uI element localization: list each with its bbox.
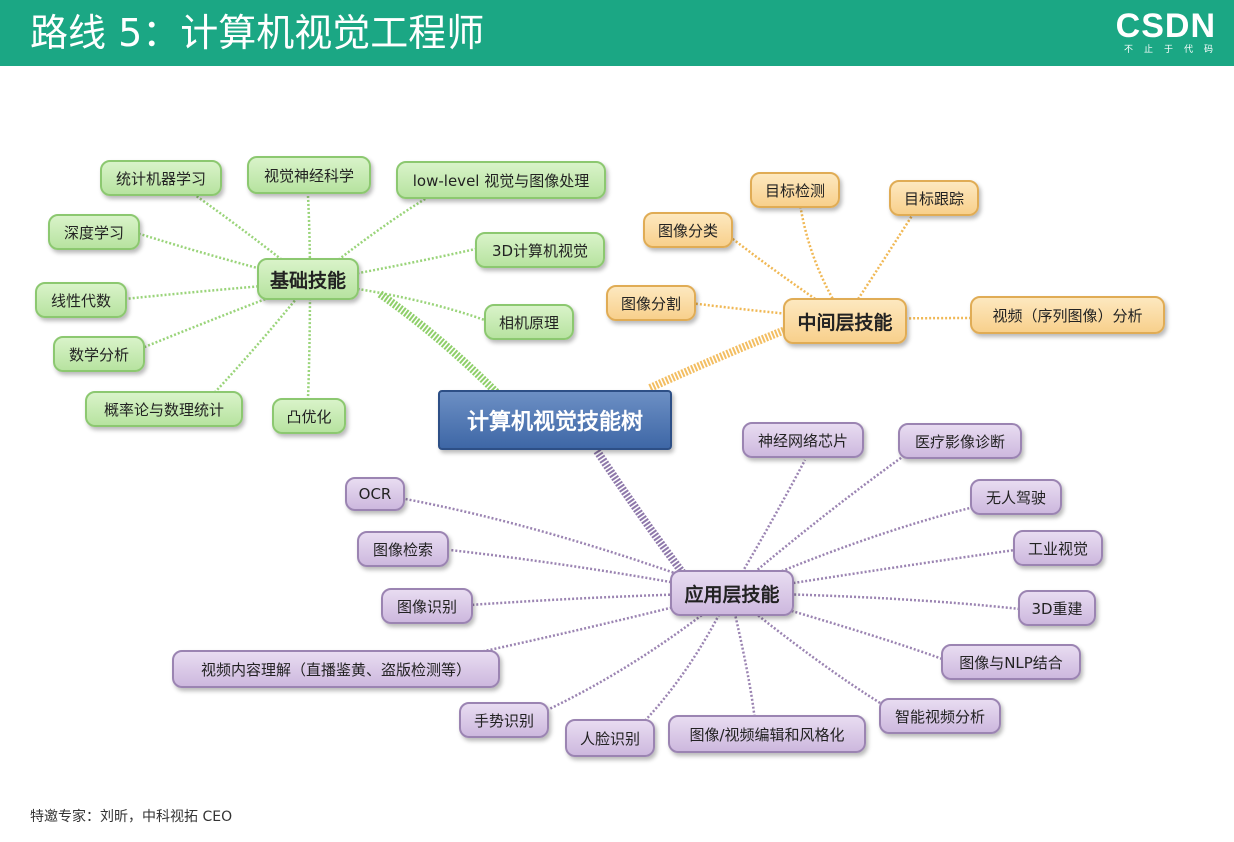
node-middle: 图像分割 bbox=[606, 285, 696, 321]
node-application: 手势识别 bbox=[459, 702, 549, 738]
node-application: 图像与NLP结合 bbox=[941, 644, 1081, 680]
connector-line bbox=[729, 591, 1021, 611]
logo-slogan: 不止于代码 bbox=[1123, 45, 1224, 55]
page-title: 路线 5：计算机视觉工程师 bbox=[30, 11, 485, 55]
logo-text: CSDN bbox=[1115, 7, 1216, 45]
node-application: 智能视频分析 bbox=[879, 698, 1001, 734]
connector-line bbox=[129, 280, 311, 355]
node-basic: 视觉神经科学 bbox=[247, 156, 371, 194]
node-basic: 概率论与数理统计 bbox=[85, 391, 243, 427]
node-application: 医疗影像诊断 bbox=[898, 423, 1022, 459]
connector-line bbox=[199, 281, 311, 409]
node-basic: 相机原理 bbox=[484, 304, 574, 340]
csdn-logo: CSDN 不止于代码 bbox=[1096, 8, 1216, 58]
skill-tree-diagram: 计算机视觉技能树 基础技能 中间层技能 应用层技能 统计机器学习 视觉神经科学 … bbox=[0, 66, 1234, 816]
node-middle: 视频（序列图像）分析 bbox=[970, 296, 1165, 334]
node-middle: 图像分类 bbox=[643, 212, 733, 248]
node-application: OCR bbox=[345, 477, 405, 511]
root-middle-branch bbox=[648, 324, 792, 392]
node-application: 神经网络芯片 bbox=[742, 422, 864, 458]
header-bar: 路线 5：计算机视觉工程师 CSDN 不止于代码 bbox=[0, 0, 1234, 66]
node-basic: 深度学习 bbox=[48, 214, 140, 250]
node-application: 视频内容理解（直播鉴黄、盗版检测等） bbox=[172, 650, 500, 688]
node-basic: low-level 视觉与图像处理 bbox=[396, 161, 606, 199]
hub-basic-skills: 基础技能 bbox=[257, 258, 359, 300]
root-app-branch bbox=[593, 448, 689, 579]
root-node: 计算机视觉技能树 bbox=[438, 390, 672, 450]
connector-line bbox=[729, 592, 886, 708]
node-basic: 3D计算机视觉 bbox=[475, 232, 605, 268]
node-application: 图像识别 bbox=[381, 588, 473, 624]
node-application: 无人驾驶 bbox=[970, 479, 1062, 515]
connector-line bbox=[843, 210, 917, 320]
connector-line bbox=[544, 592, 731, 713]
node-application: 工业视觉 bbox=[1013, 530, 1103, 566]
node-middle: 目标检测 bbox=[750, 172, 840, 208]
node-basic: 线性代数 bbox=[35, 282, 127, 318]
node-basic: 统计机器学习 bbox=[100, 160, 222, 196]
node-application: 人脸识别 bbox=[565, 719, 655, 757]
node-middle: 目标跟踪 bbox=[889, 180, 979, 216]
connector-line bbox=[729, 506, 971, 595]
node-application: 图像/视频编辑和风格化 bbox=[668, 715, 866, 753]
connector-line bbox=[729, 548, 1016, 595]
footer-credit: 特邀专家：刘昕，中科视拓 CEO bbox=[30, 809, 233, 825]
hub-middle-skills: 中间层技能 bbox=[783, 298, 907, 344]
node-basic: 数学分析 bbox=[53, 336, 145, 372]
hub-application-skills: 应用层技能 bbox=[670, 570, 794, 616]
root-basic-branch bbox=[377, 290, 503, 399]
connector-line bbox=[309, 194, 431, 283]
node-basic: 凸优化 bbox=[272, 398, 346, 434]
node-application: 图像检索 bbox=[357, 531, 449, 567]
node-application: 3D重建 bbox=[1018, 590, 1096, 626]
